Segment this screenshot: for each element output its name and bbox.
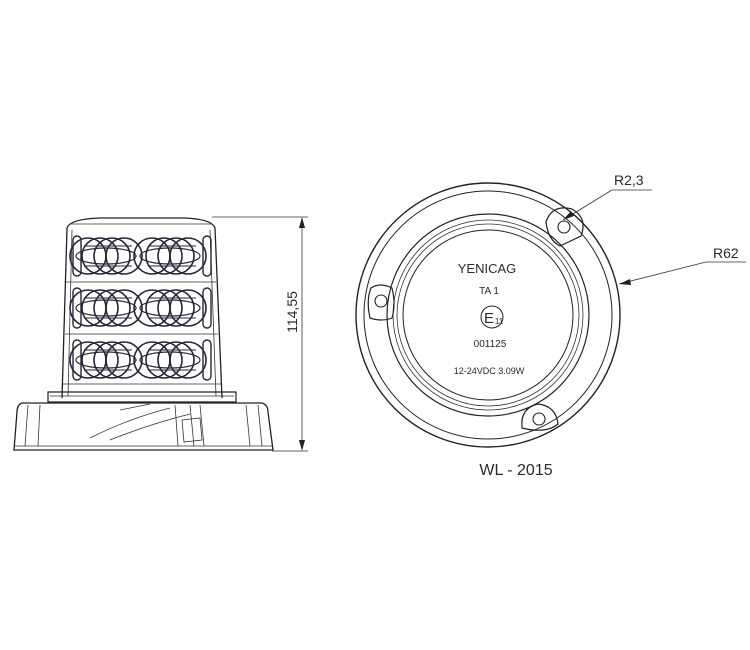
model-label: WL - 2015	[479, 462, 552, 479]
outer-rim	[355, 182, 621, 448]
emark-letter: E	[484, 310, 494, 327]
lens-ring-outer	[386, 213, 590, 417]
led-lens-ellipse	[139, 351, 201, 369]
led-side-capsule	[72, 235, 82, 277]
led-ring	[81, 289, 119, 327]
side-view: 114,55	[13, 216, 308, 452]
led-ring	[93, 289, 131, 327]
led-ring	[169, 237, 207, 275]
led-side-capsule	[202, 287, 212, 329]
led-ring	[105, 237, 143, 275]
approval-code: TA 1	[479, 286, 499, 297]
label-plate	[402, 229, 574, 401]
led-ring	[145, 237, 183, 275]
large-radius-callout: R62	[618, 245, 746, 285]
dome-top	[66, 217, 216, 229]
led-lens-ellipse	[75, 351, 137, 369]
large-radius-label: R62	[713, 245, 739, 261]
height-dimension-label: 114,55	[284, 291, 300, 333]
mounting-ear-bottom	[521, 403, 559, 431]
led-lens-ellipse	[75, 247, 137, 265]
led-ring	[93, 341, 131, 379]
height-dimension: 114,55	[212, 216, 308, 452]
small-radius-label: R2,3	[614, 172, 644, 188]
led-lens-ellipse	[75, 299, 137, 317]
brand-label: YENICAG	[458, 261, 517, 276]
outer-rim-inner-edge	[363, 190, 613, 440]
mounting-hole-top-right	[557, 220, 571, 234]
mounting-hole-left	[374, 294, 388, 308]
lens-body-outline	[61, 227, 223, 399]
led-side-capsule	[72, 287, 82, 329]
mounting-hole-bottom	[532, 412, 546, 426]
serial-number: 001125	[474, 339, 507, 350]
led-ring	[93, 237, 131, 275]
led-ring	[145, 289, 183, 327]
led-ring	[169, 341, 207, 379]
led-ring	[105, 341, 143, 379]
base-collar	[47, 391, 237, 403]
led-ring	[157, 237, 195, 275]
led-ring	[157, 289, 195, 327]
emark: E 11	[480, 305, 504, 329]
led-lens-ellipse	[139, 299, 201, 317]
led-side-capsule	[202, 339, 212, 381]
mounting-ear-left	[367, 284, 395, 321]
led-side-capsule	[72, 339, 82, 381]
led-side-capsule	[202, 235, 212, 277]
small-radius-callout: R2,3	[562, 172, 652, 221]
emark-number: 11	[495, 317, 504, 326]
top-view: YENICAG TA 1 E 11 001125 12-24VDC 3.09W …	[355, 172, 746, 448]
led-ring	[81, 237, 119, 275]
led-lens-ellipse	[139, 247, 201, 265]
base-housing	[13, 402, 274, 451]
led-ring	[145, 341, 183, 379]
led-ring	[105, 289, 143, 327]
led-clusters	[69, 235, 212, 381]
led-ring	[169, 289, 207, 327]
power-rating: 12-24VDC 3.09W	[454, 366, 525, 376]
mounting-ear-top-right	[545, 207, 584, 247]
led-ring	[81, 341, 119, 379]
emark-circle	[480, 305, 504, 329]
led-ring	[157, 341, 195, 379]
